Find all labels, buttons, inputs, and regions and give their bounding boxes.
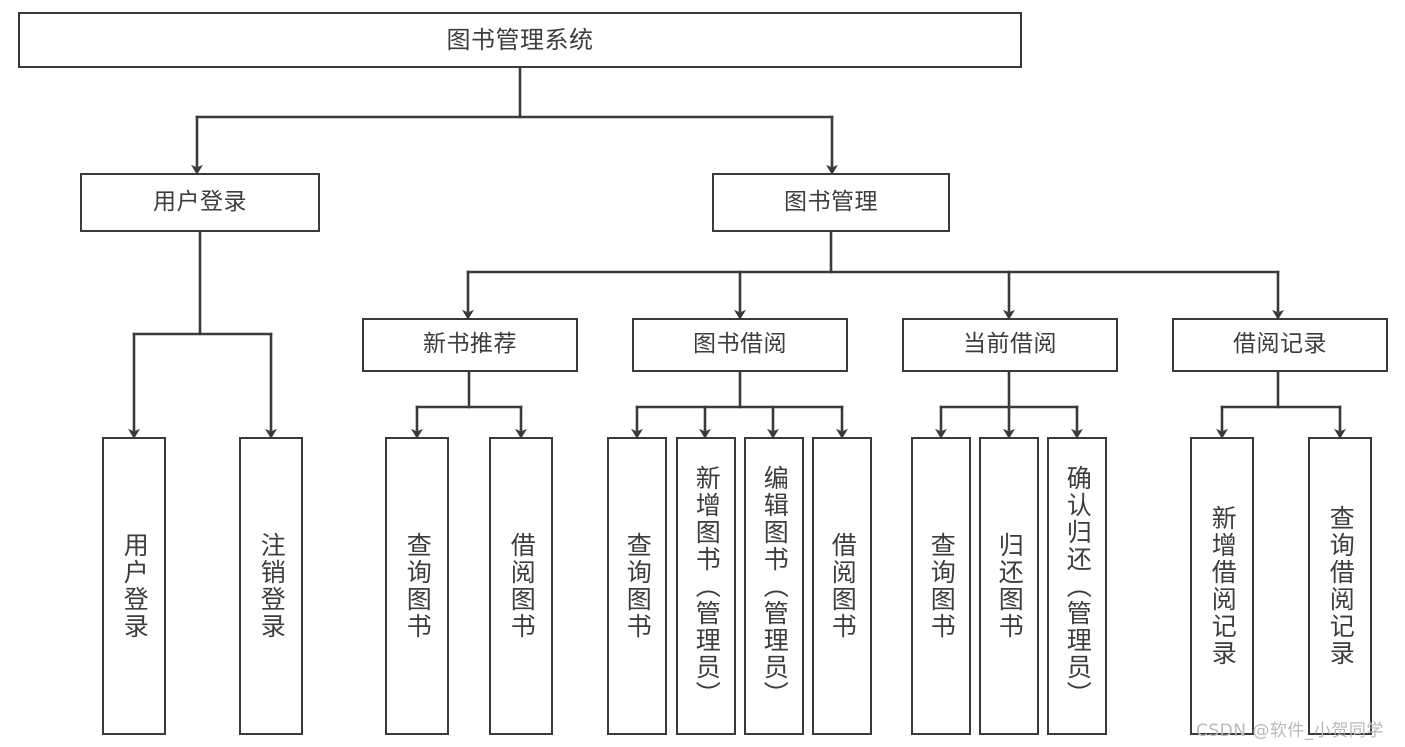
leaf-br-query-record-label: 查询借阅记录 — [1326, 505, 1356, 667]
leaf-br-add-record-label: 新增借阅记录 — [1208, 505, 1238, 667]
node-book-management[interactable]: 图书管理 — [712, 173, 950, 232]
leaf-cb-return-book-label: 归还图书 — [995, 532, 1025, 640]
leaf-nb-borrow-book[interactable]: 借阅图书 — [489, 437, 553, 735]
leaf-nb-borrow-book-label: 借阅图书 — [507, 532, 537, 640]
leaf-bb-add-book-label: 新增图书（管理员） — [692, 464, 722, 708]
node-book-borrow[interactable]: 图书借阅 — [632, 318, 848, 372]
leaf-bb-borrow-book-label: 借阅图书 — [828, 532, 858, 640]
node-book-management-label: 图书管理 — [784, 188, 878, 215]
node-borrow-record-label: 借阅记录 — [1233, 331, 1327, 358]
leaf-logout[interactable]: 注销登录 — [239, 437, 303, 735]
leaf-nb-query-book[interactable]: 查询图书 — [385, 437, 449, 735]
node-new-book-recommend-label: 新书推荐 — [423, 331, 517, 358]
node-book-borrow-label: 图书借阅 — [693, 331, 787, 358]
node-current-borrow[interactable]: 当前借阅 — [902, 318, 1118, 372]
leaf-bb-query-book-label: 查询图书 — [623, 532, 653, 640]
leaf-bb-borrow-book[interactable]: 借阅图书 — [812, 437, 872, 735]
leaf-br-query-record[interactable]: 查询借阅记录 — [1308, 437, 1372, 735]
leaf-cb-return-book[interactable]: 归还图书 — [979, 437, 1039, 735]
leaf-cb-confirm-return[interactable]: 确认归还（管理员） — [1047, 437, 1107, 735]
leaf-user-login[interactable]: 用户登录 — [102, 437, 166, 735]
leaf-bb-edit-book-label: 编辑图书（管理员） — [760, 464, 790, 708]
node-root[interactable]: 图书管理系统 — [18, 12, 1022, 68]
leaf-bb-edit-book[interactable]: 编辑图书（管理员） — [744, 437, 804, 735]
leaf-bb-add-book[interactable]: 新增图书（管理员） — [676, 437, 736, 735]
watermark-text: CSDN @软件_小贺同学 — [1196, 721, 1384, 741]
leaf-user-login-label: 用户登录 — [120, 532, 150, 640]
node-root-label: 图书管理系统 — [446, 25, 594, 54]
leaf-br-add-record[interactable]: 新增借阅记录 — [1190, 437, 1254, 735]
leaf-cb-query-book[interactable]: 查询图书 — [911, 437, 971, 735]
leaf-nb-query-book-label: 查询图书 — [403, 532, 433, 640]
node-user-login-label: 用户登录 — [153, 188, 247, 215]
leaf-cb-confirm-return-label: 确认归还（管理员） — [1063, 464, 1093, 708]
node-current-borrow-label: 当前借阅 — [963, 331, 1057, 358]
leaf-cb-query-book-label: 查询图书 — [927, 532, 957, 640]
node-new-book-recommend[interactable]: 新书推荐 — [362, 318, 578, 372]
leaf-logout-label: 注销登录 — [257, 532, 287, 640]
node-borrow-record[interactable]: 借阅记录 — [1172, 318, 1388, 372]
node-user-login[interactable]: 用户登录 — [80, 173, 320, 232]
leaf-bb-query-book[interactable]: 查询图书 — [607, 437, 667, 735]
